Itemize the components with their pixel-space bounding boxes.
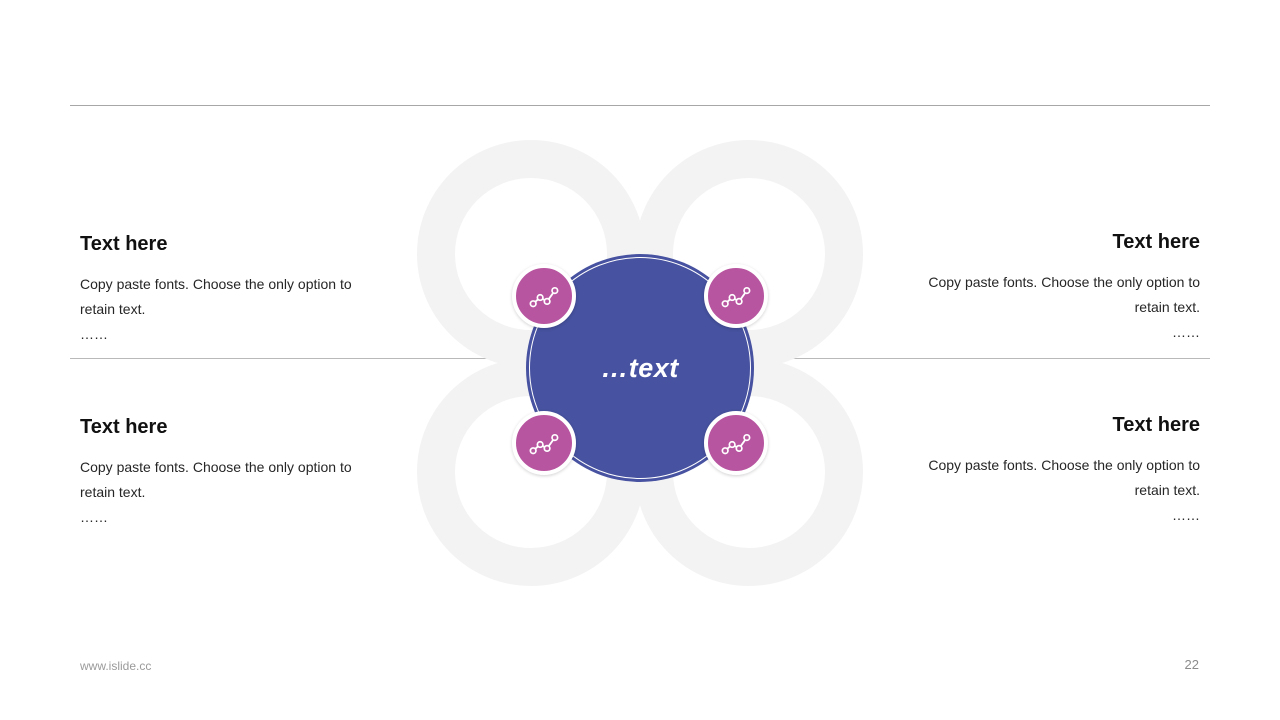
top-divider <box>70 105 1210 106</box>
node-circle-bottom-left <box>512 411 576 475</box>
page-number: 22 <box>1184 657 1199 672</box>
section-title: Text here <box>1112 414 1200 436</box>
section-title: Text here <box>80 416 168 438</box>
section-bottom-left: Text here Copy paste fonts. Choose the o… <box>80 414 388 530</box>
trend-line-icon <box>719 426 753 460</box>
trend-line-icon <box>527 426 561 460</box>
section-ellipsis: …… <box>1172 507 1200 523</box>
node-circle-top-left <box>512 264 576 328</box>
section-ellipsis: …… <box>1172 324 1200 340</box>
section-title: Text here <box>1112 231 1200 253</box>
section-bottom-right: Text here Copy paste fonts. Choose the o… <box>892 412 1200 528</box>
section-body: Copy paste fonts. Choose the only option… <box>80 459 352 500</box>
section-body: Copy paste fonts. Choose the only option… <box>928 457 1200 498</box>
mid-divider-left <box>70 358 490 359</box>
trend-line-icon <box>527 279 561 313</box>
center-circle-label: …text <box>601 352 679 383</box>
node-circle-top-right <box>704 264 768 328</box>
node-circle-bottom-right <box>704 411 768 475</box>
section-body: Copy paste fonts. Choose the only option… <box>928 274 1200 315</box>
section-top-right: Text here Copy paste fonts. Choose the o… <box>892 229 1200 345</box>
section-title: Text here <box>80 233 168 255</box>
section-top-left: Text here Copy paste fonts. Choose the o… <box>80 231 388 347</box>
trend-line-icon <box>719 279 753 313</box>
section-ellipsis: …… <box>80 326 108 342</box>
mid-divider-right <box>790 358 1210 359</box>
section-body: Copy paste fonts. Choose the only option… <box>80 276 352 317</box>
section-ellipsis: …… <box>80 509 108 525</box>
footer-url: www.islide.cc <box>80 659 152 673</box>
